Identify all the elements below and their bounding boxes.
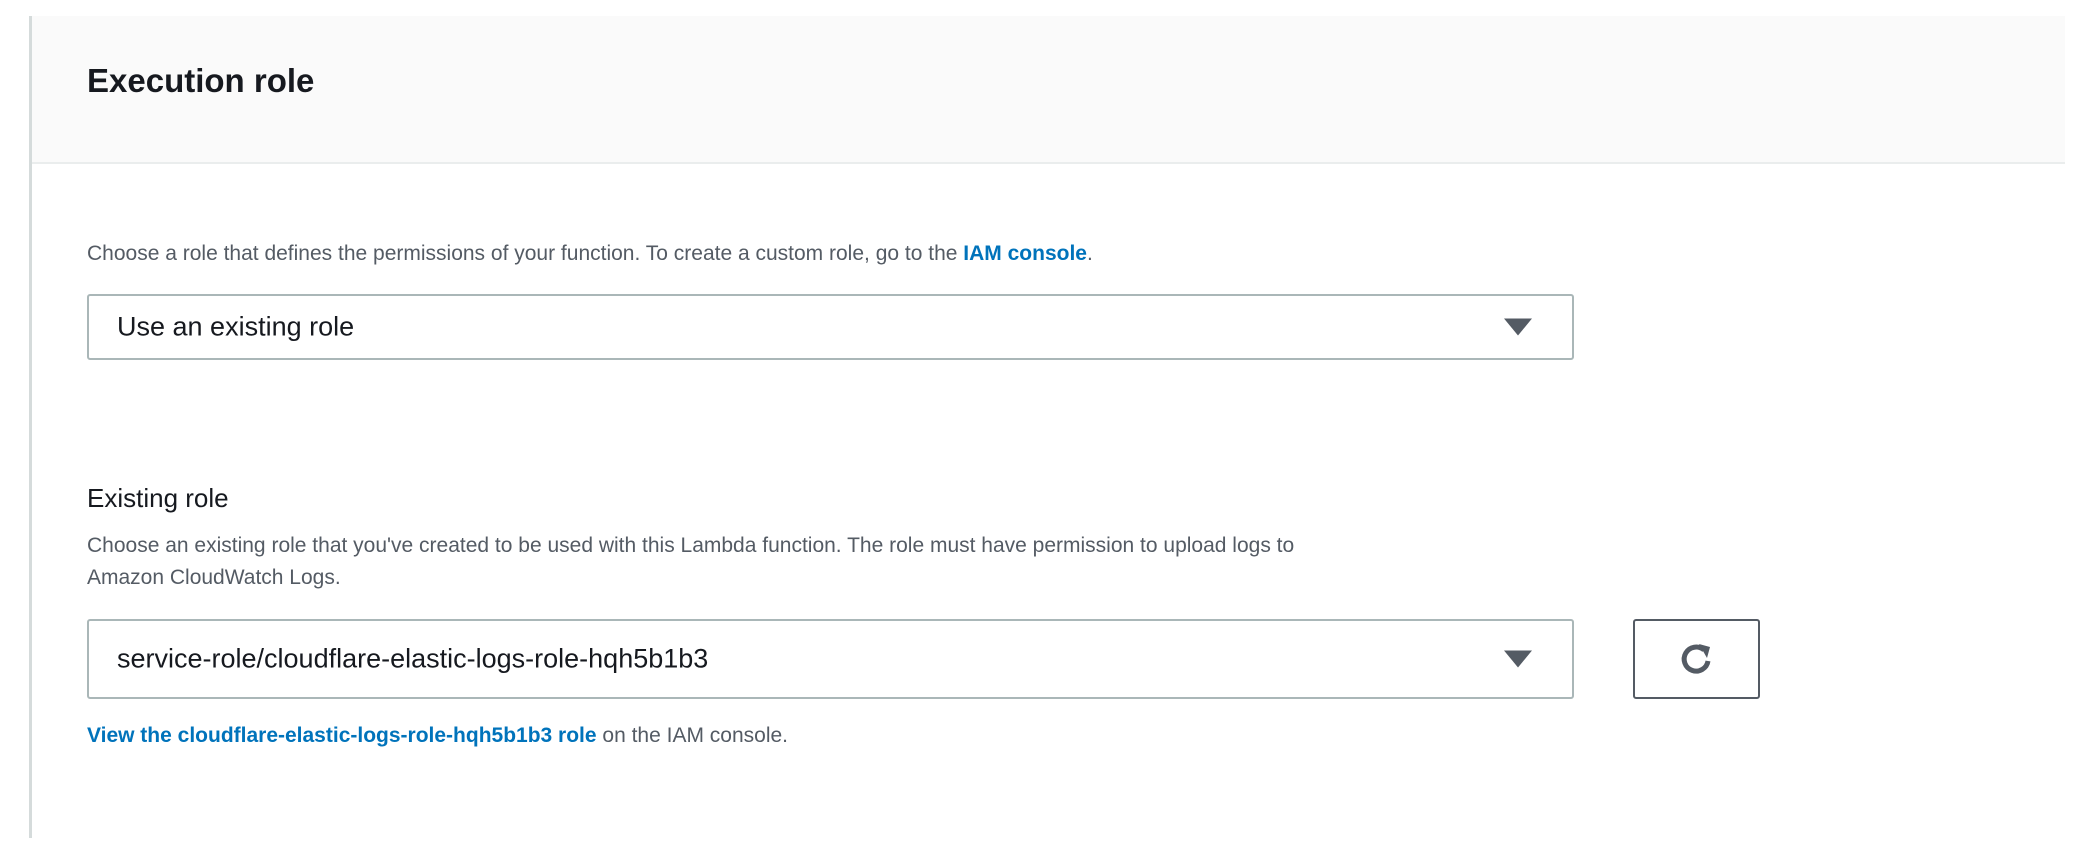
- existing-role-label: Existing role: [87, 483, 229, 513]
- existing-role-value: service-role/cloudflare-elastic-logs-rol…: [117, 643, 709, 674]
- refresh-button[interactable]: [1633, 619, 1760, 699]
- view-role-line: View the cloudflare-elastic-logs-role-hq…: [87, 724, 788, 748]
- view-role-link[interactable]: View the cloudflare-elastic-logs-role-hq…: [87, 724, 597, 747]
- panel-header: Execution role: [32, 16, 2065, 164]
- role-description: Choose a role that defines the permissio…: [87, 242, 1093, 266]
- role-type-value: Use an existing role: [117, 311, 355, 342]
- existing-role-description-line2: Amazon CloudWatch Logs.: [87, 566, 341, 589]
- refresh-icon: [1681, 644, 1710, 674]
- role-type-select[interactable]: Use an existing role: [87, 294, 1574, 360]
- role-description-text: Choose a role that defines the permissio…: [87, 242, 964, 265]
- section-title: Execution role: [87, 62, 315, 99]
- role-description-end: .: [1086, 242, 1093, 265]
- execution-role-panel: Execution role Choose a role that define…: [29, 16, 2065, 838]
- iam-console-link[interactable]: IAM console: [963, 242, 1087, 265]
- caret-down-icon: [1504, 318, 1532, 336]
- view-role-suffix: on the IAM console.: [596, 724, 789, 747]
- caret-down-icon: [1504, 650, 1532, 668]
- existing-role-select[interactable]: service-role/cloudflare-elastic-logs-rol…: [87, 619, 1574, 699]
- existing-role-description-line1: Choose an existing role that you've crea…: [87, 534, 1295, 557]
